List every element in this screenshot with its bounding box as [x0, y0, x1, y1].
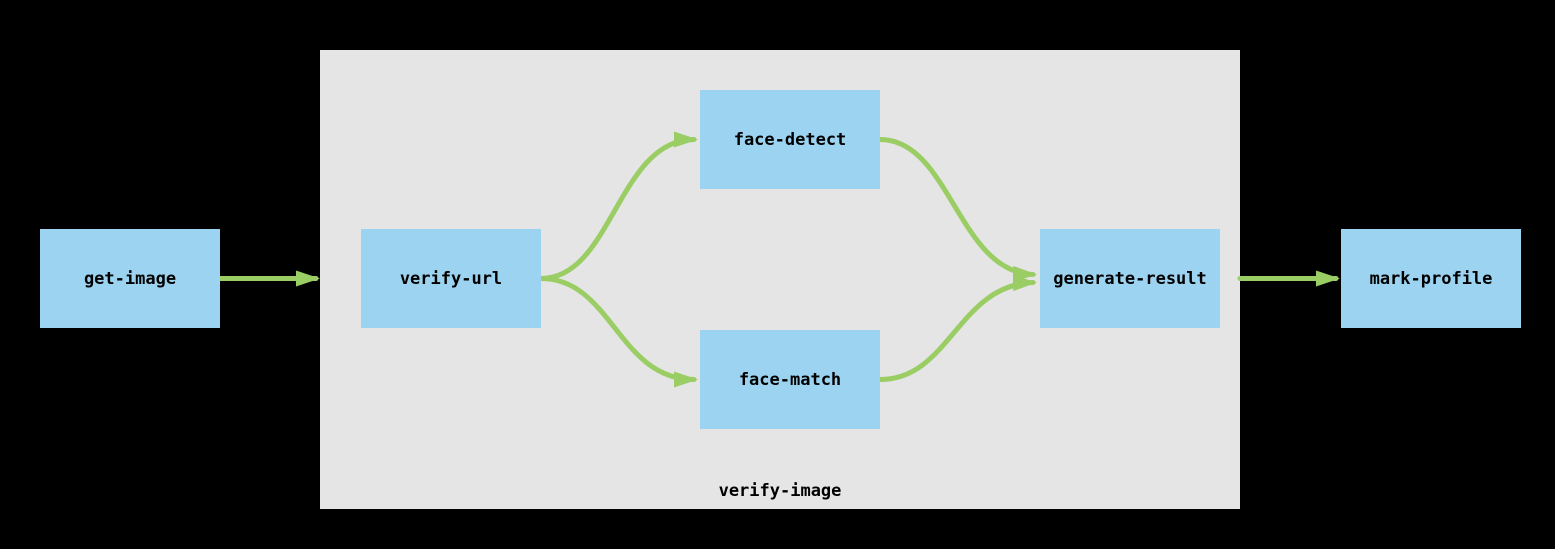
node-label: verify-url — [399, 268, 503, 289]
node-label: generate-result — [1053, 268, 1207, 289]
node-label: mark-profile — [1369, 268, 1493, 289]
edge-verify-url-to-face-detect — [538, 131, 698, 281]
edge-face-match-to-generate-result — [877, 275, 1037, 382]
node-face-match: face-match — [700, 330, 880, 429]
node-get-image: get-image — [40, 229, 220, 328]
node-verify-url: verify-url — [361, 229, 541, 328]
node-generate-result: generate-result — [1040, 229, 1220, 328]
edge-face-detect-to-generate-result — [877, 137, 1037, 282]
node-label: face-detect — [733, 129, 847, 150]
node-label: get-image — [83, 268, 177, 289]
edge-verify-url-to-face-match — [538, 276, 698, 388]
node-label: face-match — [738, 369, 842, 390]
cluster-label: verify-image — [718, 481, 842, 501]
node-mark-profile: mark-profile — [1341, 229, 1521, 328]
node-face-detect: face-detect — [700, 90, 880, 189]
